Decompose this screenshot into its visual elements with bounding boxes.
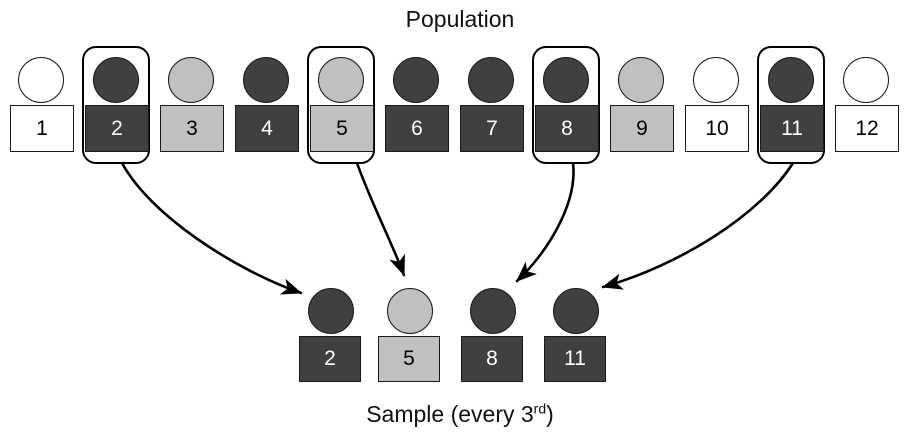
person-circle-icon [318, 57, 364, 103]
selection-arrow [355, 161, 406, 277]
sample-unit-label: 5 [378, 336, 440, 382]
sample-title: Sample (every 3rd) [0, 400, 920, 428]
person-circle-icon [308, 288, 354, 334]
person-circle-icon [243, 57, 289, 103]
sample-unit[interactable]: 8 [461, 288, 523, 382]
population-unit[interactable]: 12 [832, 46, 902, 166]
person-circle-icon [768, 57, 814, 103]
population-unit[interactable]: 4 [232, 46, 302, 166]
population-unit-label: 2 [85, 105, 149, 152]
person-circle-icon [468, 57, 514, 103]
sample-title-tail: ) [546, 401, 554, 427]
person-circle-icon [843, 57, 889, 103]
population-unit-label: 11 [760, 105, 824, 152]
population-unit-label: 3 [160, 105, 224, 152]
sample-unit[interactable]: 11 [544, 288, 606, 382]
sample-unit-label: 2 [299, 336, 361, 382]
sample-title-ordinal-suffix: rd [533, 400, 547, 417]
population-unit-label: 10 [685, 105, 749, 152]
population-unit-label: 7 [460, 105, 524, 152]
sample-unit[interactable]: 5 [378, 288, 440, 382]
selection-arrow [515, 161, 575, 283]
population-unit[interactable]: 5 [307, 46, 377, 166]
person-circle-icon [618, 57, 664, 103]
person-circle-icon [543, 57, 589, 103]
selection-arrow [120, 161, 303, 295]
population-unit[interactable]: 3 [157, 46, 227, 166]
sample-title-main: Sample (every 3 [366, 401, 534, 427]
selection-arrow [601, 161, 795, 290]
population-unit[interactable]: 10 [682, 46, 752, 166]
sample-unit-label: 8 [461, 336, 523, 382]
person-circle-icon [470, 288, 516, 334]
person-circle-icon [168, 57, 214, 103]
person-circle-icon [693, 57, 739, 103]
population-unit[interactable]: 7 [457, 46, 527, 166]
population-unit[interactable]: 2 [82, 46, 152, 166]
population-unit-label: 12 [835, 105, 899, 152]
sample-unit-label: 11 [544, 336, 606, 382]
person-circle-icon [18, 57, 64, 103]
person-circle-icon [387, 288, 433, 334]
person-circle-icon [93, 57, 139, 103]
population-unit[interactable]: 8 [532, 46, 602, 166]
person-circle-icon [553, 288, 599, 334]
population-unit[interactable]: 11 [757, 46, 827, 166]
population-unit[interactable]: 6 [382, 46, 452, 166]
population-title: Population [405, 6, 515, 32]
population-unit-label: 8 [535, 105, 599, 152]
person-circle-icon [393, 57, 439, 103]
population-unit-label: 5 [310, 105, 374, 152]
population-unit[interactable]: 1 [7, 46, 77, 166]
population-unit[interactable]: 9 [607, 46, 677, 166]
population-unit-label: 6 [385, 105, 449, 152]
population-unit-label: 9 [610, 105, 674, 152]
population-unit-label: 1 [10, 105, 74, 152]
sample-unit[interactable]: 2 [299, 288, 361, 382]
population-unit-label: 4 [235, 105, 299, 152]
